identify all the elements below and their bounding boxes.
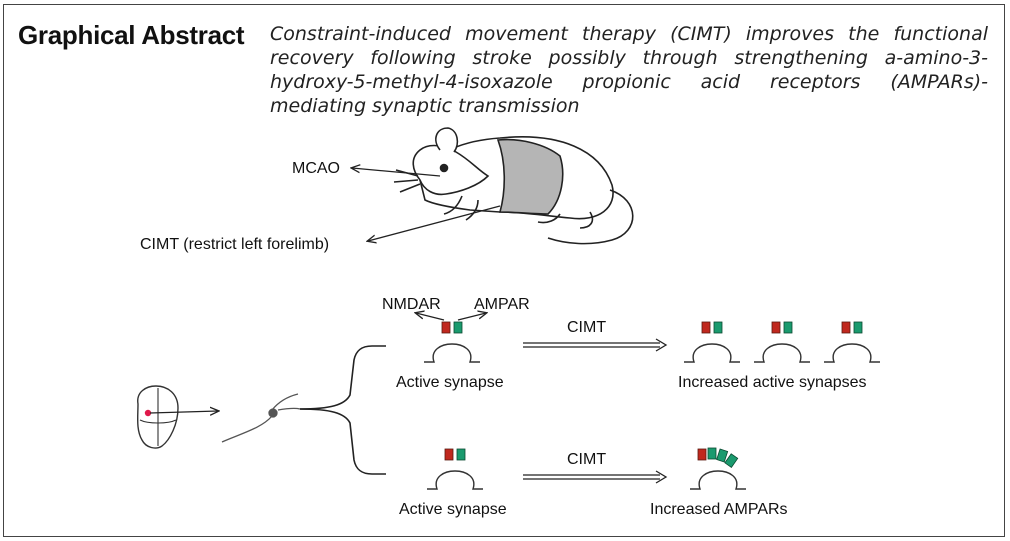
mcao-arrow	[352, 168, 441, 177]
lesion-marker	[144, 409, 152, 417]
mcao-label: MCAO	[292, 160, 340, 177]
bottom-cimt-arrow	[523, 470, 668, 484]
rat-eye	[439, 163, 449, 173]
top-cimt-arrow	[523, 338, 668, 352]
bottom-right-caption: Increased AMPARs	[650, 501, 788, 518]
abstract-frame	[3, 4, 1005, 537]
nmdar-pointer	[416, 313, 445, 321]
top-cimt-label: CIMT	[567, 319, 606, 336]
neuron-illustration	[221, 393, 301, 443]
branch-bracket	[299, 345, 386, 475]
rat-tail	[547, 189, 634, 245]
cimt-restrict-label: CIMT (restrict left forelimb)	[140, 236, 329, 253]
rat-illustration	[393, 127, 634, 245]
ampar-pointer	[457, 313, 486, 321]
rat-head	[412, 144, 490, 196]
subtitle: Constraint-induced movement therapy (CIM…	[270, 23, 988, 117]
cimt-restrict-arrow	[368, 205, 501, 241]
synapse-bottom-left	[426, 448, 484, 490]
brain-arrow	[149, 411, 218, 413]
nmdar-receptor	[441, 321, 451, 334]
heading: Graphical Abstract	[18, 20, 245, 50]
top-left-caption: Active synapse	[396, 374, 504, 391]
synapse-top-left	[423, 321, 481, 363]
synapse-top-right-1	[683, 321, 741, 363]
ampar-receptor	[453, 321, 463, 334]
synapse-bottom-right	[689, 447, 747, 490]
synapse-top-right-3	[823, 321, 881, 363]
rat-hind-leg	[537, 211, 594, 229]
synapse-top-right-2	[753, 321, 811, 363]
bottom-left-caption: Active synapse	[399, 501, 507, 518]
bottom-cimt-label: CIMT	[567, 451, 606, 468]
brain-illustration	[136, 385, 179, 449]
nmdar-label: NMDAR	[382, 296, 441, 313]
top-right-caption: Increased active synapses	[678, 374, 867, 391]
ampar-label: AMPAR	[474, 296, 530, 313]
rat-ear	[435, 127, 459, 153]
rat-jacket	[496, 138, 564, 215]
